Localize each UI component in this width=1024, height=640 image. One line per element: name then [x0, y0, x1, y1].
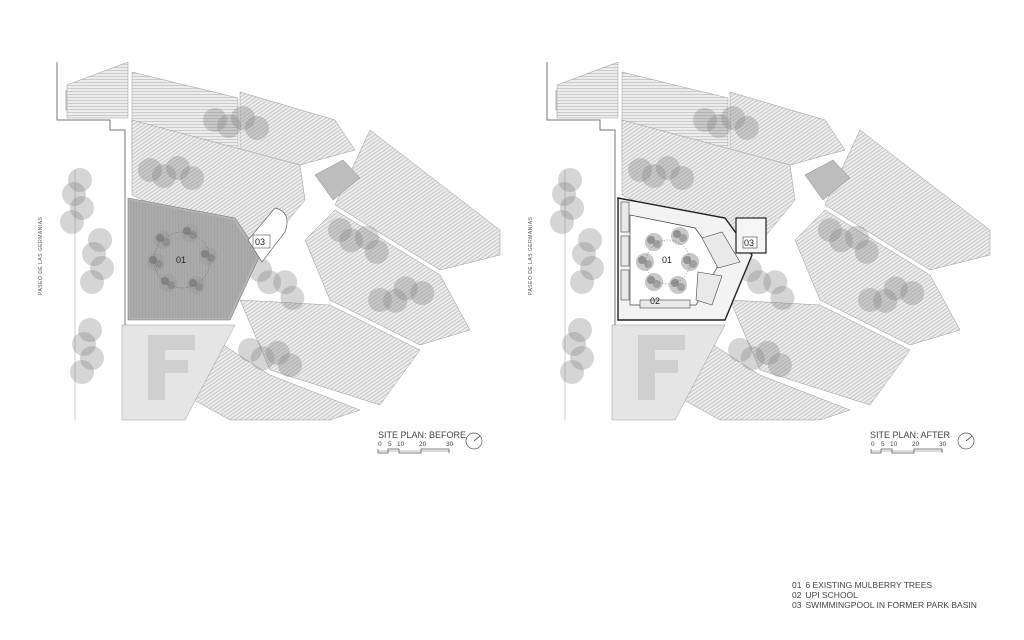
svg-text:0: 0 — [871, 441, 875, 448]
svg-text:20: 20 — [419, 441, 427, 448]
svg-text:10: 10 — [397, 441, 405, 448]
mulberry-trees — [147, 224, 217, 294]
school-rooms — [620, 201, 741, 309]
scale-bar: 0 5 10 20 30 — [377, 441, 454, 454]
site-plan-before: 01 03 PASEO DE LAS GERMANIAS SITE PLAN: … — [0, 0, 512, 480]
plan-caption: SITE PLAN: AFTER — [870, 430, 951, 440]
site-plan-after-drawing: 01 02 03 PASEO DE LAS GERMANIAS SITE PLA… — [528, 0, 1002, 454]
mulberry-trees — [636, 227, 699, 294]
plan-caption: SITE PLAN: BEFORE — [378, 430, 466, 440]
marker-02: 02 — [650, 296, 660, 306]
svg-text:5: 5 — [881, 441, 885, 448]
svg-text:20: 20 — [912, 441, 920, 448]
scale-bar: 0 5 10 20 30 — [870, 441, 947, 454]
marker-01: 01 — [662, 255, 672, 265]
svg-text:5: 5 — [388, 441, 392, 448]
marker-03: 03 — [255, 237, 265, 247]
marker-03: 03 — [744, 238, 754, 248]
svg-text:30: 30 — [446, 441, 454, 448]
site-plan-after: 01 02 03 PASEO DE LAS GERMANIAS SITE PLA… — [490, 0, 1002, 480]
marker-01: 01 — [176, 255, 186, 265]
site-plan-before-drawing: 01 03 PASEO DE LAS GERMANIAS SITE PLAN: … — [38, 0, 512, 454]
north-arrow-icon — [465, 432, 483, 450]
svg-text:0: 0 — [378, 441, 382, 448]
svg-text:30: 30 — [939, 441, 947, 448]
street-label: PASEO DE LAS GERMANIAS — [38, 216, 44, 295]
north-arrow-icon — [957, 432, 975, 450]
street-label: PASEO DE LAS GERMANIAS — [528, 216, 534, 295]
svg-text:10: 10 — [890, 441, 898, 448]
